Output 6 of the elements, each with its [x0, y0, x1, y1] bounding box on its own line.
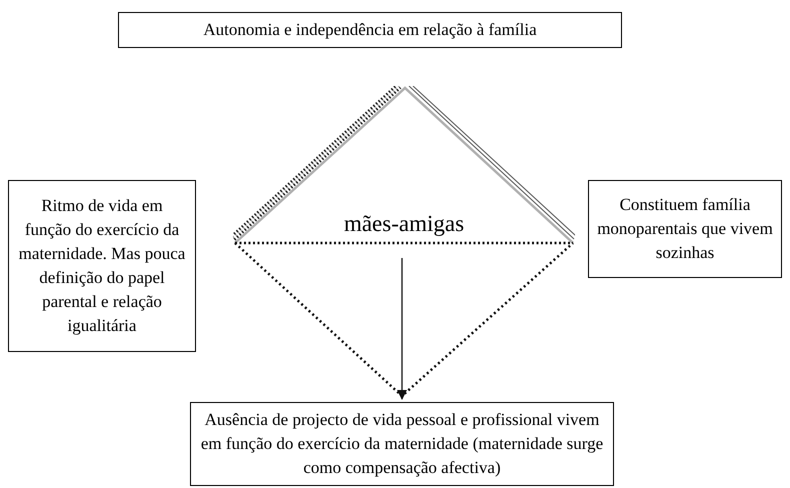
arrow — [397, 258, 407, 400]
text-box: Ausência de projecto de vida pessoal e profissional vivem em função do exercício da maternidade (maternidade surge como compensação afectiva) — [190, 402, 614, 486]
text-box: Ritmo de vida em função do exercício da maternidade. Mas pouca definição do papel parental e relação igualitária — [8, 180, 196, 352]
diamond-label: mães-amigas — [342, 212, 466, 235]
text-box: Autonomia e independência em relação à família — [118, 12, 622, 48]
text-box: Constituem família monoparentais que vivem sozinhas — [588, 180, 782, 278]
